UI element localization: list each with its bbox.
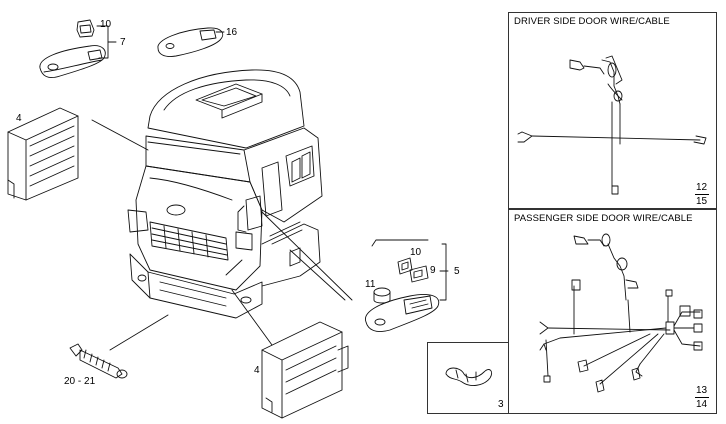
part-20-21-connector (69, 343, 128, 379)
passenger-harness-drawing (539, 233, 703, 393)
callout-20-21: 20 - 21 (64, 376, 96, 387)
passenger-page-divider (695, 397, 709, 398)
driver-page-divider (695, 194, 709, 195)
driver-harness-drawing (517, 55, 707, 195)
callout-10-top: 10 (100, 19, 112, 30)
part-group-5 (365, 239, 449, 333)
part-16-cover (157, 27, 224, 57)
item-3-panel (427, 342, 509, 414)
part-3-seal (445, 367, 493, 386)
driver-page-number: 12 (696, 182, 708, 193)
callout-4-left: 4 (16, 113, 22, 124)
passenger-page-total: 14 (696, 399, 708, 410)
driver-panel-title: DRIVER SIDE DOOR WIRE/CABLE (514, 16, 670, 27)
callout-16: 16 (226, 27, 238, 38)
truck-cab (127, 69, 323, 319)
callout-11: 11 (365, 279, 376, 290)
callout-10-right: 10 (410, 247, 422, 258)
driver-side-panel (508, 12, 717, 209)
callout-4-bottom: 4 (254, 365, 260, 376)
passenger-page-number: 13 (696, 385, 708, 396)
part-4-ecu-bottom (261, 321, 349, 419)
part-10-clip-top (76, 19, 95, 38)
callout-5: 5 (454, 266, 460, 277)
callout-9: 9 (430, 265, 436, 276)
passenger-panel-title: PASSENGER SIDE DOOR WIRE/CABLE (514, 213, 693, 224)
part-4-ecu-left (7, 107, 79, 201)
passenger-side-panel (508, 209, 717, 414)
part-7-cover (39, 45, 106, 79)
driver-page-total: 15 (696, 196, 708, 207)
callout-7: 7 (120, 37, 126, 48)
callout-3: 3 (498, 399, 504, 410)
